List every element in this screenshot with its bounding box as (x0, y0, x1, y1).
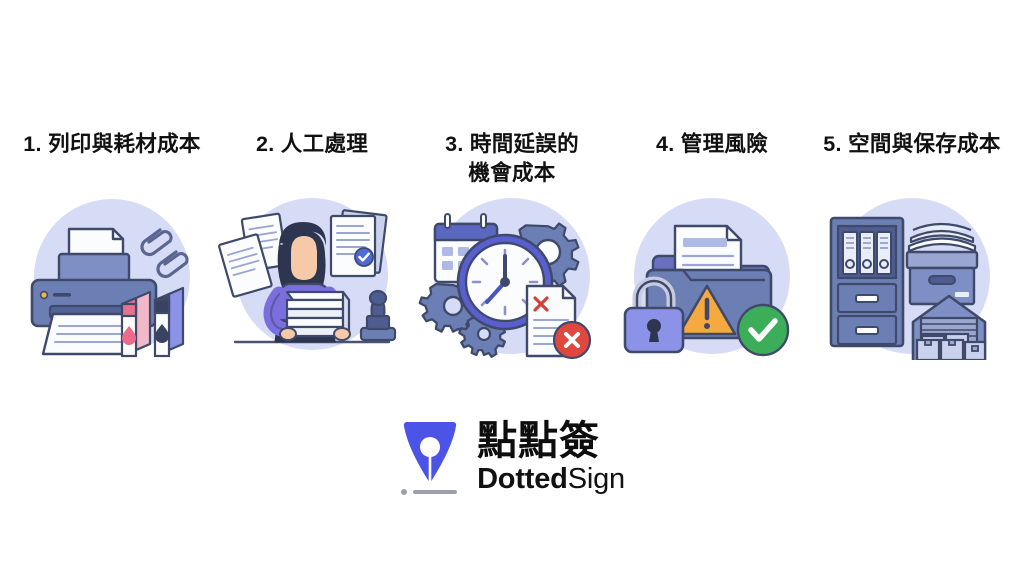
cost-column-4: 4. 管理風險 (614, 130, 810, 362)
cost-column-3: 3. 時間延誤的 機會成本 (414, 130, 610, 362)
management-risk-icon (614, 192, 810, 362)
brand-logo: 點點簽 DottedSign (0, 416, 1024, 500)
brand-name-english: DottedSign (477, 463, 625, 496)
cost-column-1: 1. 列印與耗材成本 (14, 130, 210, 362)
brand-name-chinese: 點點簽 (477, 419, 601, 464)
cost-column-5: 5. 空間與保存成本 (814, 130, 1010, 362)
column-title-3: 3. 時間延誤的 機會成本 (445, 132, 579, 185)
brand-name-english-light: Sign (567, 463, 625, 496)
cost-column-2: 2. 人工處理 (214, 130, 410, 362)
manual-processing-icon (214, 192, 410, 362)
column-title-5: 5. 空間與保存成本 (823, 132, 1001, 156)
printer-supplies-icon (14, 192, 210, 362)
storage-cost-icon (814, 192, 1010, 362)
brand-name-english-bold: Dotted (477, 463, 568, 496)
cost-columns-row: 1. 列印與耗材成本 (14, 130, 1010, 362)
column-title-4: 4. 管理風險 (655, 132, 768, 156)
dottedsign-pen-nib-logo (399, 416, 461, 500)
brand-wordmark: 點點簽 DottedSign (477, 420, 625, 496)
column-title-2: 2. 人工處理 (255, 132, 368, 156)
time-delay-icon (414, 192, 610, 362)
column-title-1: 1. 列印與耗材成本 (23, 132, 201, 156)
